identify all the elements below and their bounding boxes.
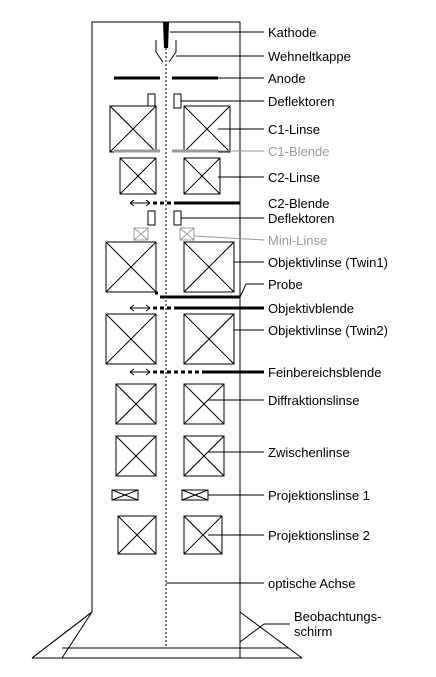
- label-mini-linse: Mini-Linse: [268, 233, 328, 248]
- label-objektivlinse-twin1: Objektivlinse (Twin1): [268, 255, 388, 270]
- c2-lens-left: [119, 157, 157, 195]
- cathode: [163, 22, 169, 48]
- label-optische-achse: optische Achse: [268, 576, 356, 591]
- specimen-label-line: [239, 283, 247, 298]
- label-projektionslinse-2: Projektionslinse 2: [268, 528, 370, 543]
- label-objektivblende: Objektivblende: [268, 301, 354, 316]
- label-zwischenlinse: Zwischenlinse: [268, 445, 350, 460]
- diffraction-lens-right: [183, 383, 225, 425]
- objective-lens-twin1-right: [183, 241, 235, 293]
- label-projektionslinse-1: Projektionslinse 1: [268, 488, 370, 503]
- objective-lens-twin1-left: [105, 241, 157, 293]
- column-outline-left: [31, 22, 93, 659]
- projector-lens-2-left: [117, 515, 157, 555]
- diffraction-lens-left: [115, 383, 157, 425]
- label-c2-blende: C2-Blende: [268, 196, 330, 211]
- label-beobachtungsschirm: Beobachtungs-schirm: [294, 609, 382, 639]
- wehnelt-cap: [155, 40, 177, 63]
- c1-lens-left: [109, 105, 157, 153]
- mini-lens-left: [133, 227, 149, 241]
- label-feinbereichsblende: Feinbereichsblende: [268, 365, 382, 380]
- label-wehneltkappe: Wehneltkappe: [268, 49, 351, 64]
- leader-mini-linse: [193, 235, 265, 241]
- deflector-1-right: [173, 93, 182, 109]
- intermediate-lens-right: [183, 435, 225, 477]
- objective-lens-twin2-right: [183, 313, 235, 365]
- label-c1-linse: C1-Linse: [268, 122, 321, 137]
- projector-lens-1-right: [181, 489, 209, 501]
- label-diffraktionslinse: Diffraktionslinse: [268, 393, 360, 408]
- label-c2-linse: C2-Linse: [268, 170, 321, 185]
- label-deflektoren-2: Deflektoren: [268, 211, 335, 226]
- label-deflektoren-1: Deflektoren: [268, 94, 335, 109]
- label-kathode: Kathode: [268, 25, 317, 40]
- leader-schirm: [239, 623, 265, 643]
- c2-lens-right: [183, 157, 221, 195]
- label-c1-blende: C1-Blende: [268, 144, 330, 159]
- objective-lens-twin2-left: [105, 313, 157, 365]
- label-anode: Anode: [268, 71, 306, 86]
- label-objektivlinse-twin2: Objektivlinse (Twin2): [268, 323, 388, 338]
- deflector-2-right: [173, 210, 182, 226]
- intermediate-lens-left: [115, 435, 157, 477]
- label-probe: Probe: [268, 277, 303, 292]
- projector-lens-1-left: [111, 489, 139, 501]
- mini-lens-right: [179, 227, 195, 241]
- specimen-holder: [155, 291, 240, 299]
- deflector-2-left: [147, 210, 156, 226]
